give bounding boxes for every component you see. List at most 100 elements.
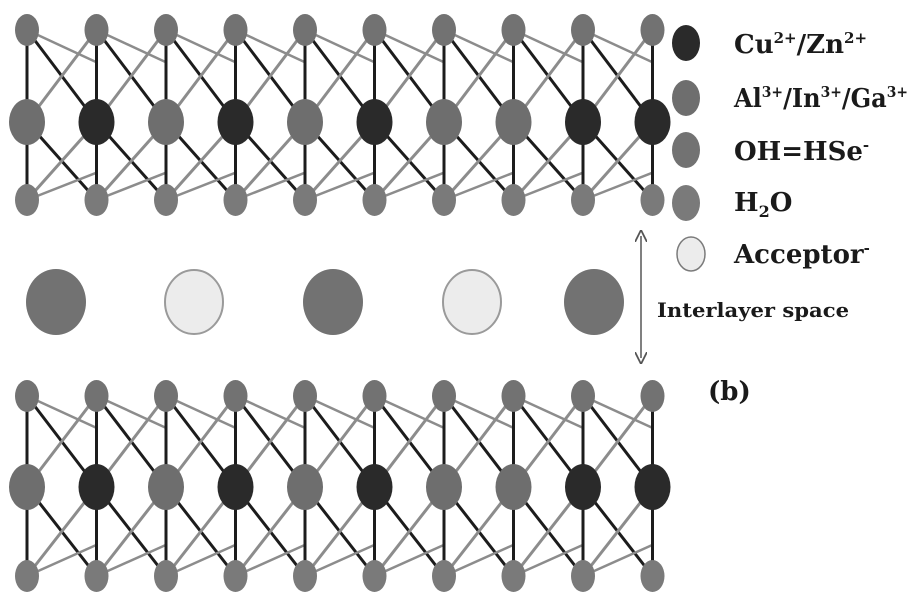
interlayer-anion (26, 269, 86, 335)
top-layer-hydroxide-atom (154, 14, 178, 46)
top-layer-hydroxide-atom (501, 14, 526, 46)
top-layer-hydroxide-atom (15, 14, 39, 46)
bottom-layer-water-atom (223, 560, 248, 592)
top-layer-water-atom (362, 184, 387, 216)
interlayer-anions (26, 269, 624, 335)
top-layer-divalent-cation (78, 99, 115, 145)
top-layer-bond (373, 28, 445, 64)
top-layer-bond (374, 171, 445, 202)
bottom-layer-hydroxide-atom (293, 380, 317, 412)
bottom-layer-hydroxide-atom (154, 380, 178, 412)
bottom-layer-trivalent-cation (426, 464, 462, 510)
interlayer-acceptor (442, 269, 502, 335)
bottom-layer-bond (373, 394, 445, 429)
bottom-layer-hydroxide-atom (640, 380, 665, 412)
bottom-layer-water-atom (154, 560, 178, 592)
bottom-layer-hydroxide-atom (15, 380, 39, 412)
bottom-layer-bond (373, 543, 445, 578)
top-layer-bond (443, 28, 515, 64)
bottom-layer-divalent-cation (565, 464, 601, 510)
bottom-layer-water-atom (84, 560, 109, 592)
top-layer-water-atom (84, 184, 109, 216)
bottom-layer-divalent-cation (634, 464, 671, 510)
bottom-layer-water-atom (501, 560, 526, 592)
bottom-layer-hydroxide-atom (432, 380, 456, 412)
top-layer-hydroxide-atom (223, 14, 248, 46)
top-layer-bond (512, 28, 584, 64)
interlayer-anion (564, 269, 624, 335)
interlayer-anion (303, 269, 363, 335)
bottom-layer-hydroxide-atom (362, 380, 387, 412)
top-layer-bond (26, 28, 98, 64)
top-layer-bond (304, 171, 375, 202)
bottom-layer-bond (443, 394, 515, 429)
top-layer-water-atom (501, 184, 526, 216)
bottom-layer-water-atom (362, 560, 387, 592)
legend-al-in-ga-label: Al3+/In3+/Ga3+ (733, 83, 908, 114)
bottom-layer-hydroxide-atom (501, 380, 526, 412)
bottom-layer-trivalent-cation (148, 464, 184, 510)
top-layer-divalent-cation (634, 99, 671, 145)
legend-oh-hse-symbol (672, 132, 700, 168)
bottom-layer-water-atom (640, 560, 665, 592)
top-layer-water-atom (432, 184, 456, 216)
legend-h2o-symbol (672, 185, 700, 221)
top-layer-bond (96, 171, 167, 202)
bottom-layer-bond (582, 543, 654, 578)
top-layer-bond (304, 28, 376, 64)
bottom-layer-bond (234, 543, 306, 578)
top-layer-hydroxide-atom (571, 14, 595, 46)
top-layer-bond (165, 171, 236, 202)
bottom-layer-hydroxide-atom (223, 380, 248, 412)
bottom-layer-bond (512, 543, 584, 578)
legend-h2o-label: H2O (734, 188, 792, 221)
bottom-layer-divalent-cation (78, 464, 115, 510)
bottom-layer-hydroxide-atom (571, 380, 595, 412)
bottom-layer-trivalent-cation (9, 464, 45, 510)
top-layer-divalent-cation (356, 99, 393, 145)
top-layer-trivalent-cation (287, 99, 323, 145)
bottom-layer-hydroxide-atom (84, 380, 109, 412)
top-layer-water-atom (15, 184, 39, 216)
bottom-layer-water-atom (15, 560, 39, 592)
top-layer-water-atom (223, 184, 248, 216)
bottom-layer-bond (95, 543, 167, 578)
bottom-layer-trivalent-cation (287, 464, 323, 510)
bottom-layer-bond (165, 394, 237, 429)
bottom-layer-bond (512, 394, 584, 429)
legend-oh-hse-label: OH=HSe- (734, 136, 869, 167)
top-layer-bond (513, 171, 584, 202)
top-layer-hydroxide-atom (432, 14, 456, 46)
legend-acceptor-symbol (676, 236, 706, 272)
top-layer-bond (95, 28, 167, 64)
top-layer-trivalent-cation (9, 99, 45, 145)
legend-cu-zn-symbol (672, 25, 700, 61)
bottom-layer-divalent-cation (356, 464, 393, 510)
bottom-layer-bond (26, 543, 98, 578)
top-layer-bond (443, 171, 514, 202)
top-layer-bond (582, 171, 653, 202)
top-layer-hydroxide-atom (84, 14, 109, 46)
legend-acceptor-label: Acceptor- (733, 239, 870, 270)
legend-al-in-ga-symbol (672, 80, 700, 116)
bottom-layer-water-atom (432, 560, 456, 592)
bottom-layer-bond (234, 394, 306, 429)
bottom-hydroxide-layer (9, 380, 671, 592)
top-hydroxide-layer (9, 14, 671, 216)
top-layer-water-atom (571, 184, 595, 216)
bottom-layer-bond (443, 543, 515, 578)
top-layer-water-atom (293, 184, 317, 216)
top-layer-trivalent-cation (495, 99, 532, 145)
bottom-layer-bond (26, 394, 98, 429)
bottom-layer-trivalent-cation (495, 464, 532, 510)
top-layer-bond (582, 28, 654, 64)
bottom-layer-bond (165, 543, 237, 578)
top-layer-water-atom (154, 184, 178, 216)
top-layer-bond (234, 28, 306, 64)
top-layer-hydroxide-atom (640, 14, 665, 46)
legend-cu-zn-label: Cu2+/Zn2+ (734, 29, 867, 60)
top-layer-hydroxide-atom (362, 14, 387, 46)
panel-label: (b) (708, 377, 751, 407)
bottom-layer-bond (582, 394, 654, 429)
